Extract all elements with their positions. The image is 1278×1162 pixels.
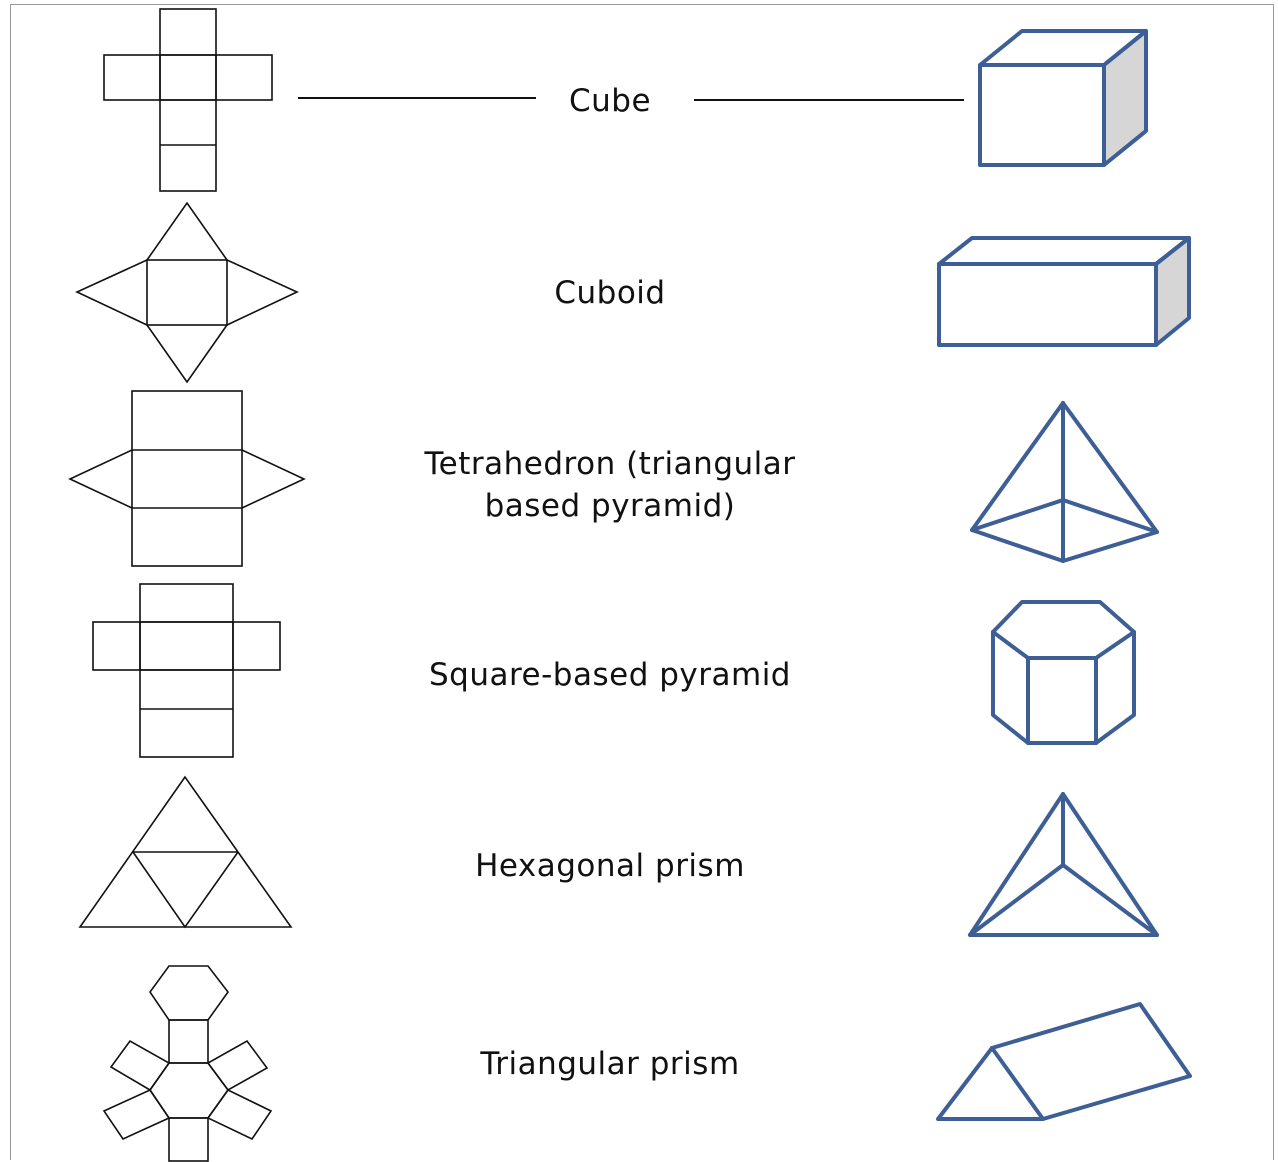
hexagonal-prism-net (102, 965, 273, 1162)
triangular-prism-solid (936, 1002, 1192, 1121)
tetrahedron-solid (968, 792, 1159, 937)
label-cube: Cube (568, 83, 652, 119)
cube-solid (978, 29, 1148, 167)
match-line-left (298, 97, 536, 99)
cuboid-solid (937, 236, 1191, 347)
worksheet-frame (10, 4, 1274, 1160)
label-tetrahedron: Tetrahedron (triangular based pyramid) (424, 446, 796, 524)
square-based-pyramid-solid (970, 401, 1159, 563)
label-triangular-prism: Triangular prism (480, 1046, 740, 1082)
triangular-prism-net (68, 390, 306, 567)
cube-net (103, 8, 273, 192)
label-hexagonal-prism: Hexagonal prism (475, 848, 745, 884)
match-line-right (694, 99, 964, 101)
square-pyramid-net (75, 201, 299, 384)
hexagonal-prism-solid (991, 600, 1136, 745)
label-square-based-pyramid: Square-based pyramid (428, 657, 791, 693)
cuboid-net (92, 583, 281, 758)
tetrahedron-net (78, 775, 293, 929)
label-cuboid: Cuboid (554, 275, 666, 311)
